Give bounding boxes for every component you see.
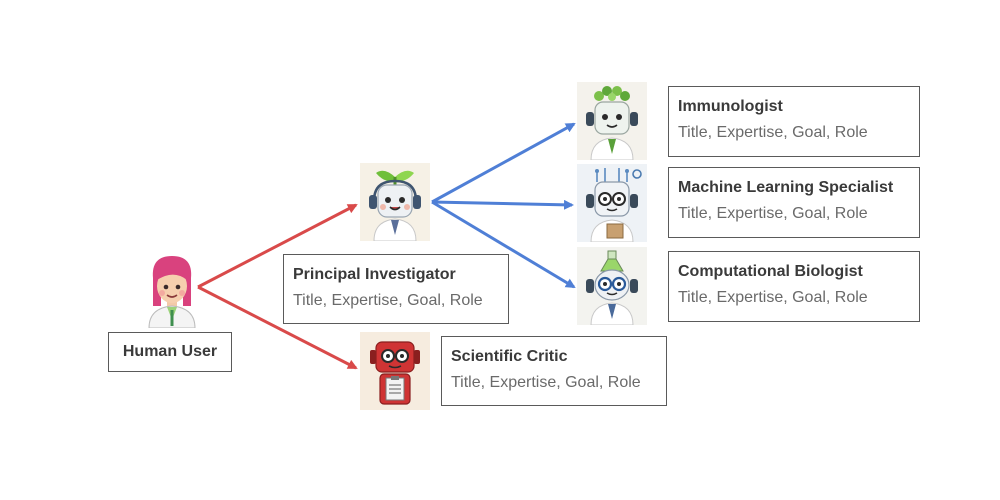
sprout-robot-icon bbox=[360, 163, 430, 241]
machine-learning-specialist-attributes: Title, Expertise, Goal, Role bbox=[678, 205, 868, 222]
arrow-pi-to-immunologist bbox=[431, 122, 576, 204]
arrow-pi-to-biologist bbox=[431, 200, 576, 289]
arrow-human-to-pi bbox=[197, 203, 358, 289]
machine-learning-specialist-box: Machine Learning Specialist Title, Exper… bbox=[668, 167, 920, 238]
computational-biologist-attributes: Title, Expertise, Goal, Role bbox=[678, 289, 868, 306]
plant-hair-robot-icon bbox=[577, 82, 647, 160]
flask-robot-icon bbox=[577, 247, 647, 325]
immunologist-title: Immunologist bbox=[678, 98, 783, 115]
machine-learning-specialist-title: Machine Learning Specialist bbox=[678, 179, 894, 196]
human-user-box: Human User bbox=[108, 332, 232, 372]
principal-investigator-box: Principal Investigator Title, Expertise,… bbox=[283, 254, 509, 324]
immunologist-box: Immunologist Title, Expertise, Goal, Rol… bbox=[668, 86, 920, 157]
circuit-robot-icon bbox=[577, 164, 647, 242]
arrow-human-to-critic bbox=[197, 285, 358, 370]
scientific-critic-box: Scientific Critic Title, Expertise, Goal… bbox=[441, 336, 667, 406]
computational-biologist-title: Computational Biologist bbox=[678, 263, 863, 280]
red-critic-robot-icon bbox=[360, 332, 430, 410]
scientific-critic-title: Scientific Critic bbox=[451, 348, 568, 365]
human-user-label: Human User bbox=[122, 343, 218, 360]
immunologist-attributes: Title, Expertise, Goal, Role bbox=[678, 124, 868, 141]
principal-investigator-title: Principal Investigator bbox=[293, 266, 456, 283]
scientist-woman-icon bbox=[137, 250, 207, 328]
scientific-critic-attributes: Title, Expertise, Goal, Role bbox=[451, 374, 641, 391]
computational-biologist-box: Computational Biologist Title, Expertise… bbox=[668, 251, 920, 322]
arrow-pi-to-ml bbox=[431, 199, 574, 210]
principal-investigator-attributes: Title, Expertise, Goal, Role bbox=[293, 292, 483, 309]
